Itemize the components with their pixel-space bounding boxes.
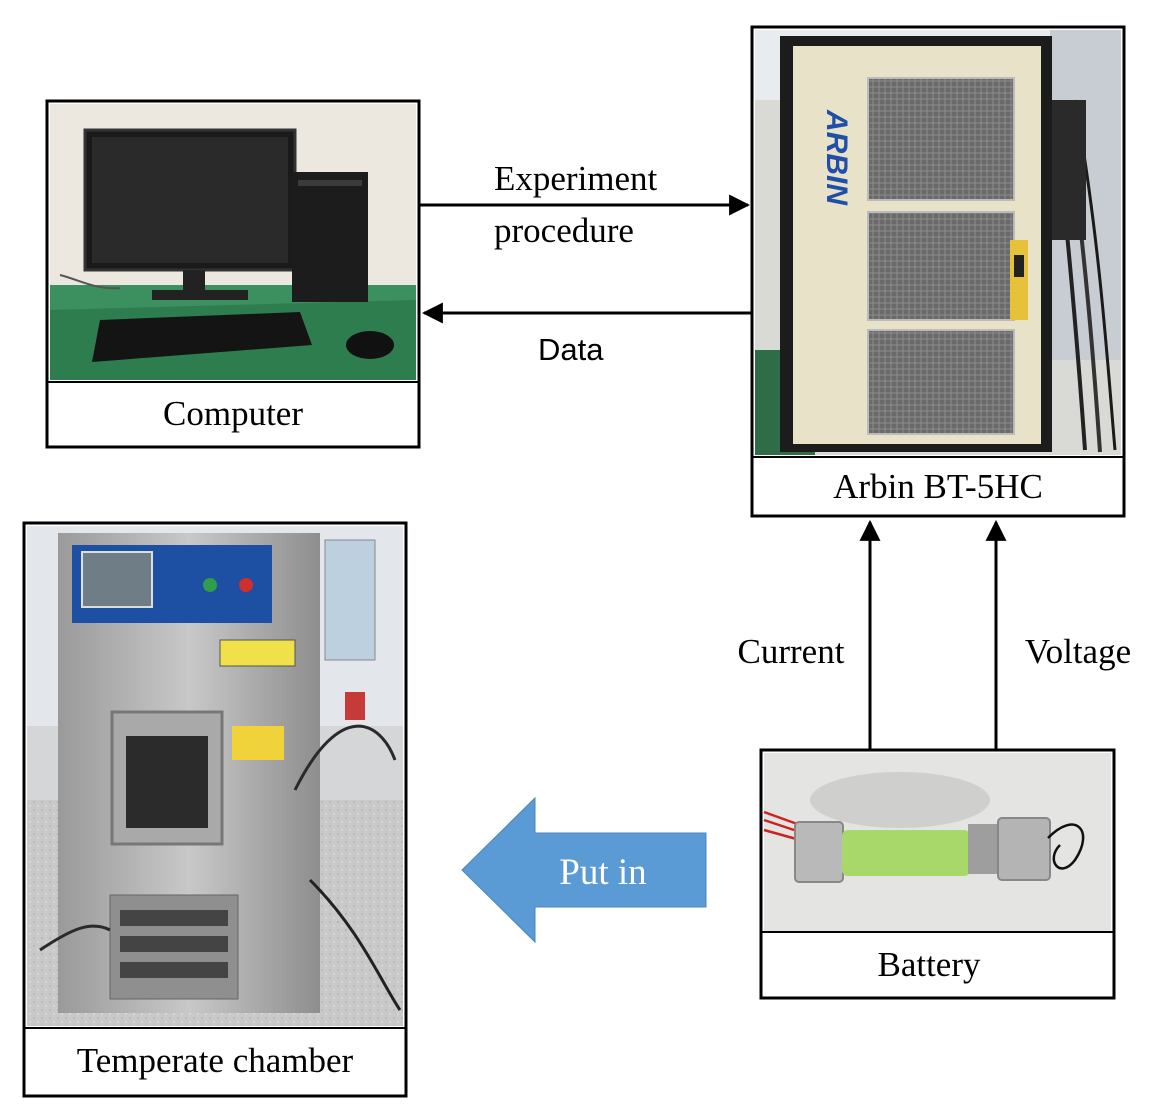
experiment-procedure-arrow: Experiment procedure [419,159,751,250]
voltage-label: Voltage [1025,632,1131,671]
put-in-label: Put in [559,852,646,893]
data-arrow: Data [421,302,752,367]
chamber-node: Temperate chamber [22,521,408,1098]
arbin-caption: Arbin BT-5HC [833,467,1043,506]
computer-photo [50,104,416,380]
chamber-photo [27,526,403,1026]
chamber-caption: Temperate chamber [77,1041,354,1080]
voltage-arrow: Voltage [985,519,1131,750]
computer-node: Computer [45,99,421,449]
current-label: Current [738,632,845,671]
arbin-node: ARBIN Arbin BT-5HC [750,25,1126,518]
battery-caption: Battery [877,945,981,984]
current-arrow: Current [738,519,881,750]
data-label: Data [538,332,604,367]
battery-node: Battery [759,748,1116,1000]
arbin-logo: ARBIN [820,109,853,206]
arbin-photo: ARBIN [755,30,1121,455]
computer-caption: Computer [163,394,303,433]
put-in-arrow: Put in [461,796,707,944]
experiment-label-line2: procedure [494,211,634,250]
battery-photo [763,753,1111,931]
experiment-label-line1: Experiment [494,159,658,198]
